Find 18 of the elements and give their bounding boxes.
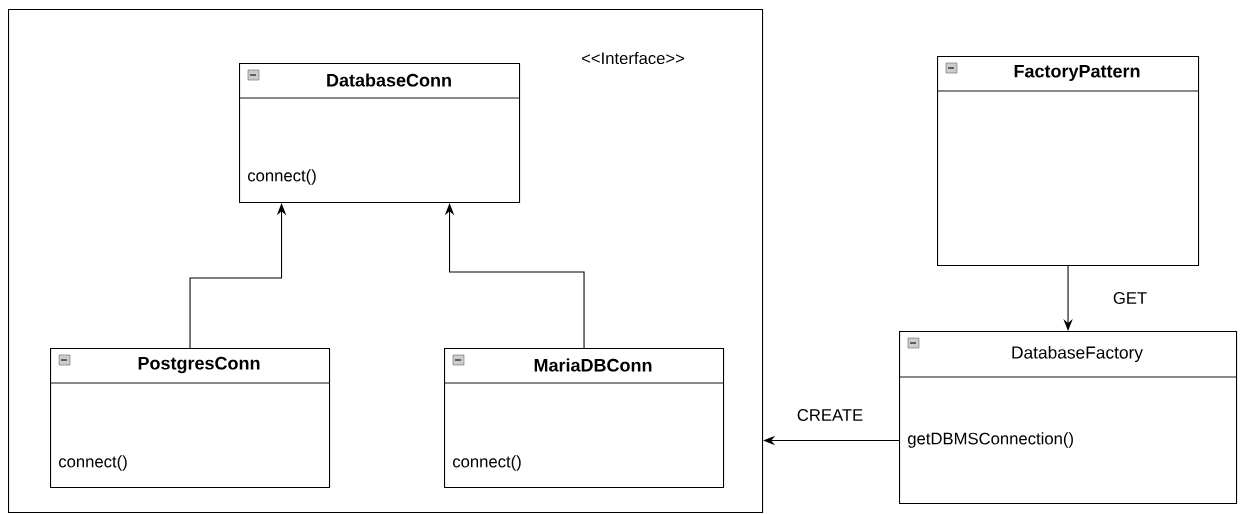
edge-label: GET	[1111, 290, 1149, 306]
class-name: DatabaseConn	[327, 73, 451, 87]
class-box	[238, 63, 521, 204]
class-box	[936, 56, 1200, 267]
class-name: MariaDBConn	[534, 358, 652, 372]
class-name: FactoryPattern	[1014, 64, 1140, 82]
class-name: PostgresConn	[138, 356, 260, 374]
class-name: DatabaseFactory	[1012, 345, 1143, 363]
class-box	[443, 348, 725, 489]
class-box	[898, 331, 1238, 505]
method-text: connect()	[59, 455, 127, 471]
frame	[8, 9, 764, 514]
stereotype-label: <<Interface>>	[581, 51, 685, 65]
edge-label: CREATE	[795, 407, 865, 423]
method-text: connect()	[453, 455, 521, 471]
method-text: getDBMSConnection()	[907, 432, 1073, 448]
method-text: connect()	[248, 169, 316, 185]
class-box	[49, 348, 331, 489]
